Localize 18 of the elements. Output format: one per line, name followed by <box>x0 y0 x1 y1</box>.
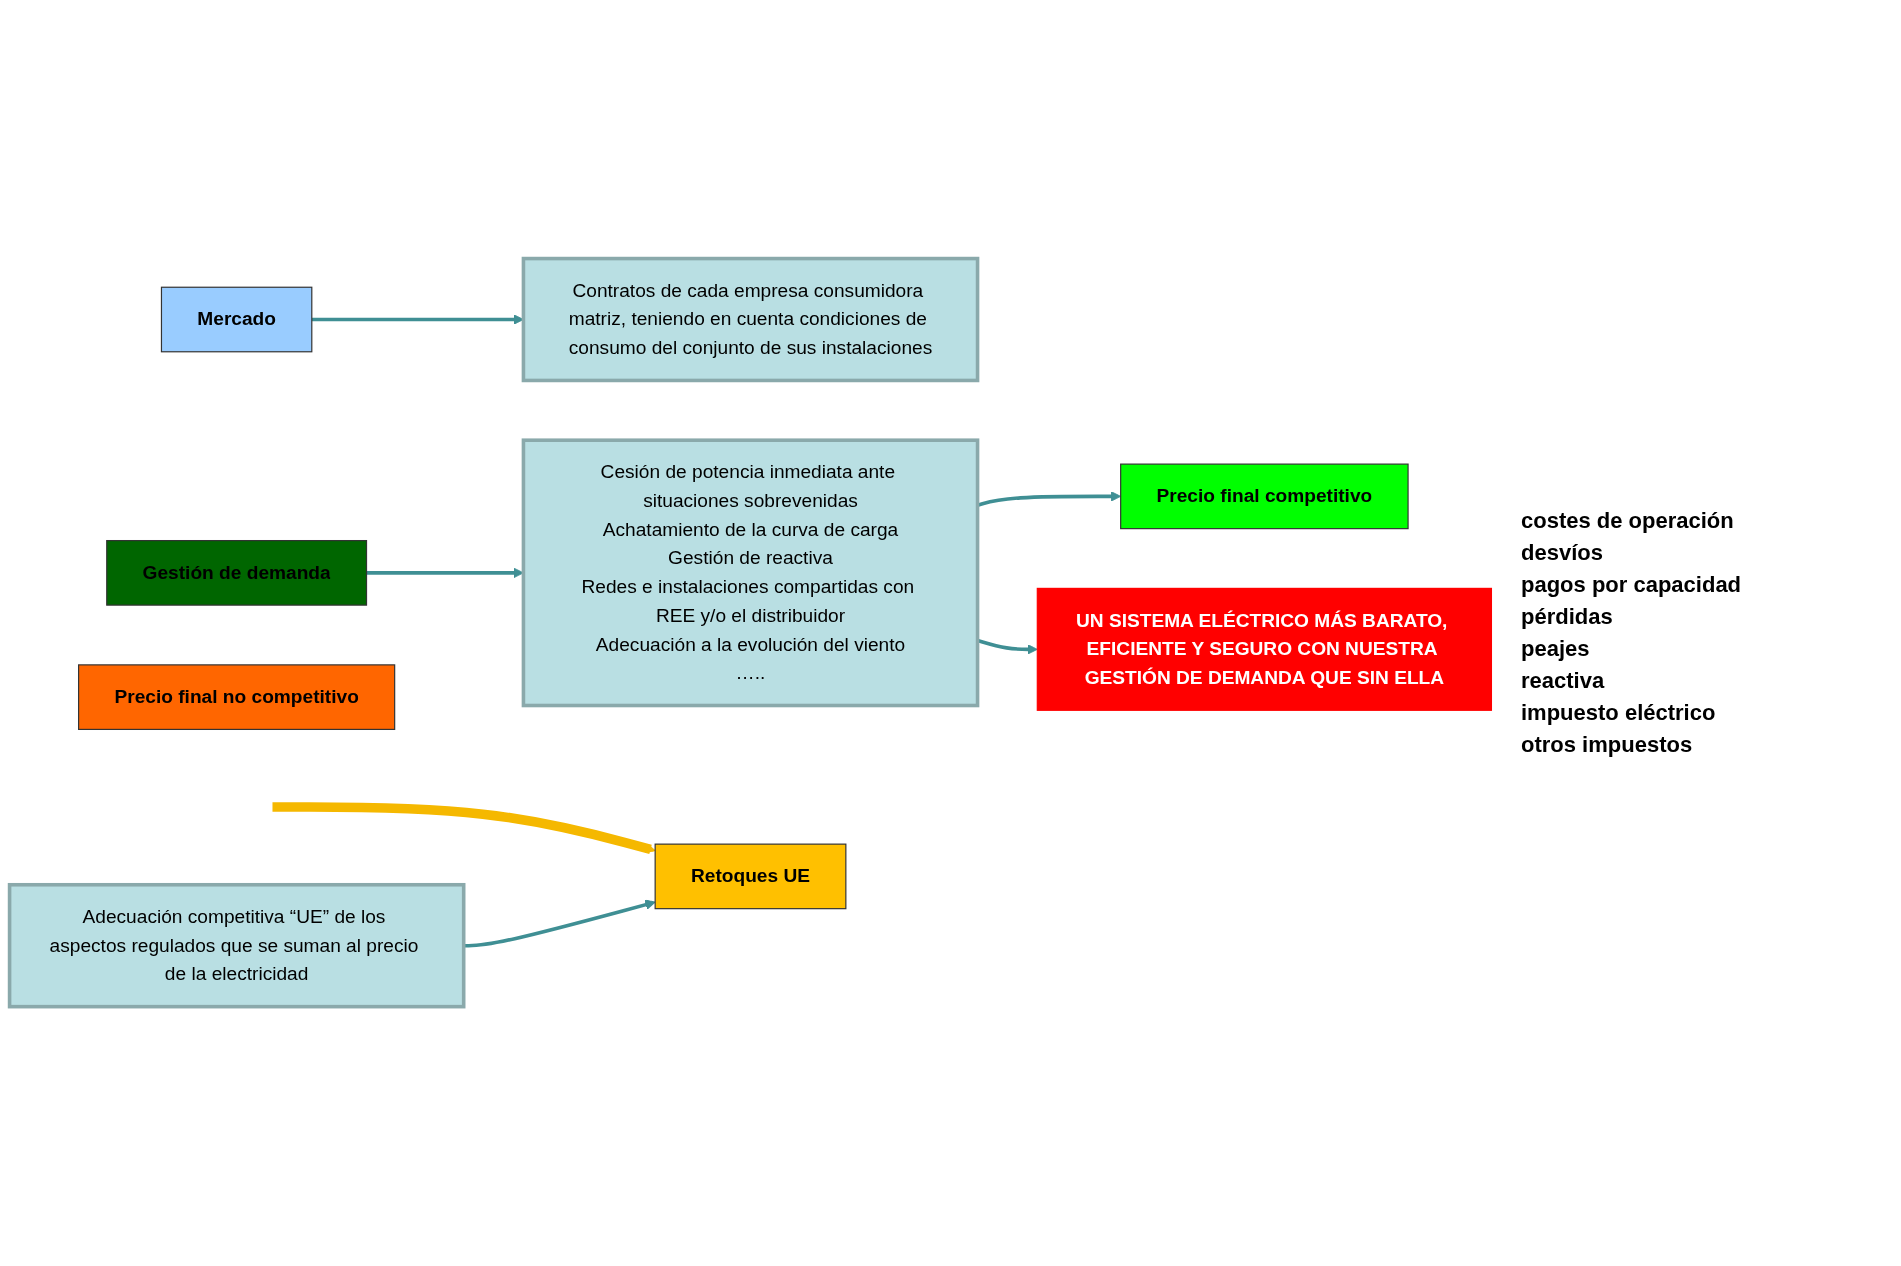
node-box: UN SISTEMA ELÉCTRICO MÁS BARATO, EFICIENTE Y SEGURO CON NUESTRA GESTIÓN DE DEMANDA QUE SIN ELLA <box>1036 588 1493 712</box>
cost-item: peajes <box>1521 636 1591 662</box>
arrow <box>272 802 656 855</box>
node-box: Precio final no competitivo <box>78 664 396 731</box>
node-box: Gestión de demanda <box>106 540 368 607</box>
cost-item: pérdidas <box>1521 604 1614 630</box>
cost-item: pagos por capacidad <box>1521 572 1743 598</box>
node-box: Retoques UE <box>654 843 847 910</box>
cost-item: costes de operación <box>1521 508 1735 534</box>
node-box: Contratos de cada empresa consumidora matriz, teniendo en cuenta condiciones de consumo del conjunto de sus instalaciones <box>521 257 980 383</box>
node-box: Mercado <box>160 287 313 353</box>
cost-item: desvíos <box>1521 540 1604 566</box>
cost-item: otros impuestos <box>1521 732 1694 758</box>
cost-item: reactiva <box>1521 668 1606 694</box>
node-box: Adecuación competitiva “UE” de los aspectos regulados que se suman al precio de la electricidad <box>7 883 466 1009</box>
node-box: Cesión de potencia inmediata ante situaciones sobrevenidas Achatamiento de la curva de carga Gestión de reactiva Redes e instalaciones compartidas con REE y/o el distribuidor Adecuación a la evolución del viento ….. <box>521 438 980 708</box>
cost-item: impuesto eléctrico <box>1521 700 1717 726</box>
node-box: Precio final competitivo <box>1120 463 1409 530</box>
